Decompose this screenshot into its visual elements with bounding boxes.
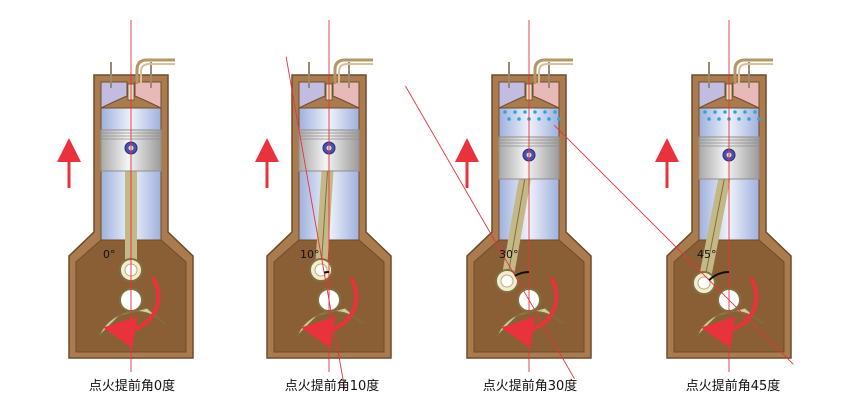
ignition-angle-label: 10° [300, 248, 320, 261]
advance-angle-line [405, 85, 575, 380]
crank-pin-center [697, 276, 711, 290]
rotation-arrow [701, 276, 759, 349]
flame-dot [723, 110, 727, 114]
flame-dot [747, 117, 751, 121]
ignition-angle-label: 45° [697, 248, 717, 261]
flame-dot [517, 117, 521, 121]
crank-pin-center [314, 263, 328, 277]
ignition-wire-2 [738, 63, 773, 84]
flame-dot [537, 117, 541, 121]
ignition-wire-2 [140, 63, 175, 84]
flame-dot [533, 110, 537, 114]
flame-dot [713, 110, 717, 114]
intake-port [298, 81, 326, 109]
flame-dot [703, 110, 707, 114]
exhaust-port [134, 81, 162, 109]
flame-dot [707, 117, 711, 121]
flame-dot [737, 117, 741, 121]
advance-angle-line [554, 125, 794, 365]
advance-angle-line [285, 56, 346, 390]
ignition-angle-label: 30° [499, 248, 519, 261]
engine-caption: 点火提前角45度 [686, 378, 781, 394]
rotation-arrow [301, 276, 359, 349]
ignition-wire [533, 58, 573, 84]
engine-caption: 点火提前角0度 [89, 378, 175, 394]
flame-dot [557, 117, 561, 121]
angle-arc [708, 271, 730, 281]
ignition-wire-2 [538, 63, 573, 84]
ignition-wire [733, 58, 773, 84]
flame-dot [513, 110, 517, 114]
flame-dot [507, 117, 511, 121]
flame-dot [717, 117, 721, 121]
intake-port [100, 81, 128, 109]
flame-dot [547, 117, 551, 121]
engine-group-3: 30° 点火提前角30度 [405, 20, 592, 394]
engine-group-2: 10° 点火提前角10度 [255, 20, 392, 394]
flame-dot [753, 110, 757, 114]
flame-dot [743, 110, 747, 114]
ignition-wire-2 [338, 63, 373, 84]
engine-group-1: 0° 点火提前角0度 [57, 20, 194, 394]
flame-dot [553, 110, 557, 114]
ignition-wire [333, 58, 373, 84]
ignition-wire [135, 58, 175, 84]
flame-dot [503, 110, 507, 114]
intake-port [498, 81, 526, 109]
engine-caption: 点火提前角10度 [285, 378, 380, 394]
angle-arc [514, 271, 530, 277]
crank-pin-center [500, 274, 514, 288]
exhaust-port [732, 81, 760, 109]
engine-caption: 点火提前角30度 [483, 378, 578, 394]
flame-dot [757, 117, 761, 121]
exhaust-port [332, 81, 360, 109]
rotation-arrow [103, 276, 161, 349]
flame-dot [543, 110, 547, 114]
flame-dot [733, 110, 737, 114]
rotation-arrow [501, 276, 559, 349]
intake-port [698, 81, 726, 109]
flame-dot [523, 110, 527, 114]
exhaust-port [532, 81, 560, 109]
engine-group-4: 45° 点火提前角45度 [554, 20, 794, 394]
ignition-angle-label: 0° [103, 248, 116, 261]
